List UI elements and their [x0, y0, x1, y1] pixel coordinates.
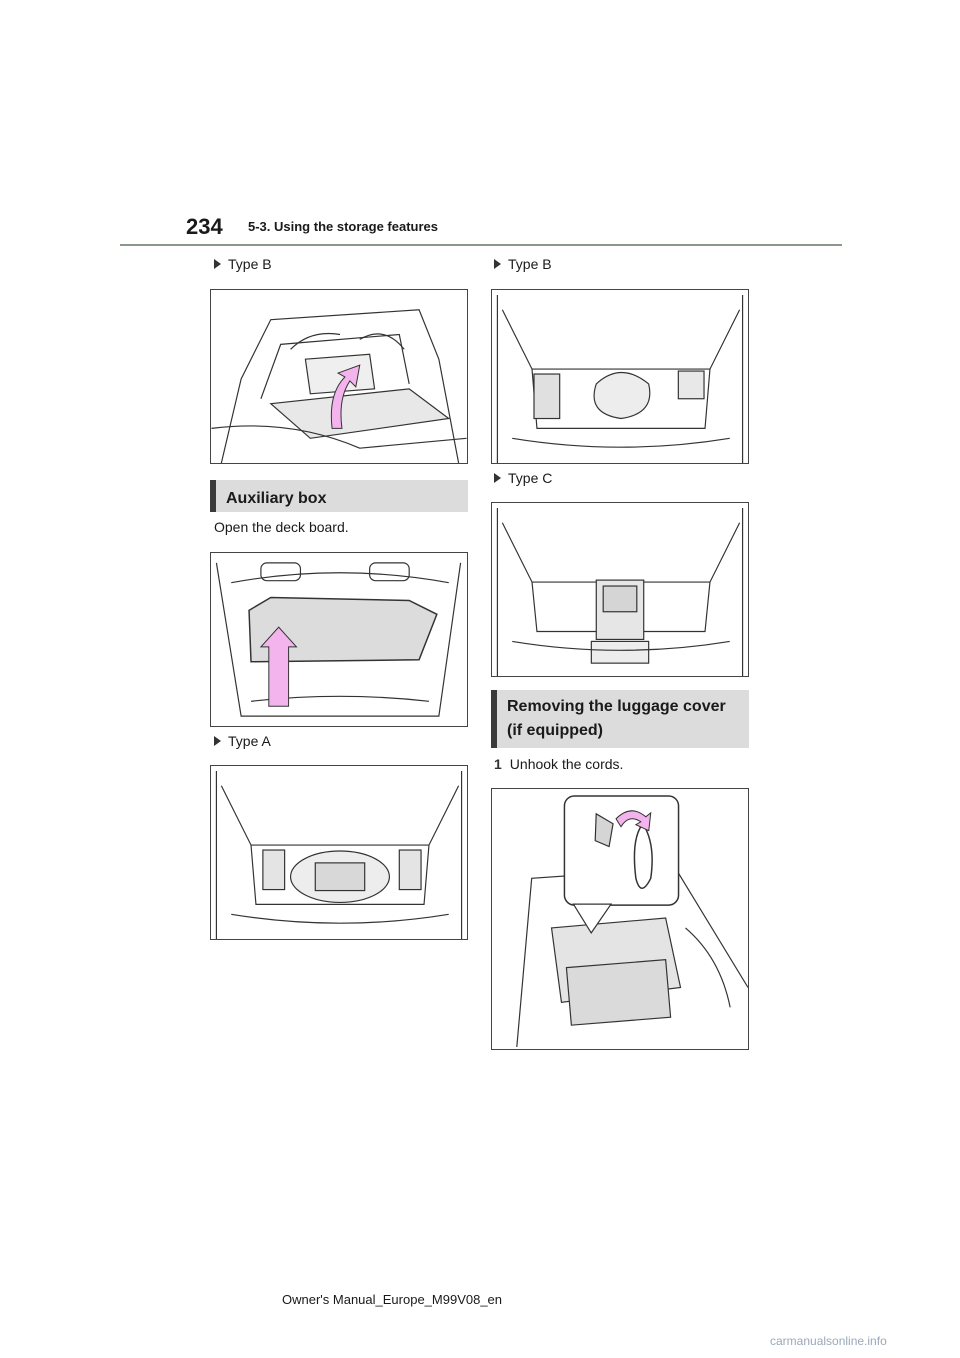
bullet-label: Type C	[508, 470, 553, 486]
step-unhook-cords: 1 Unhook the cords.	[494, 756, 623, 772]
bullet-type-c: Type C	[494, 470, 552, 486]
bullet-label: Type B	[228, 256, 272, 272]
bullet-type-b-left: Type B	[214, 256, 272, 272]
heading-auxiliary-box: Auxiliary box	[210, 480, 468, 512]
luggage-cover-illustration	[516, 795, 748, 1048]
watermark: carmanualsonline.info	[770, 1334, 887, 1348]
open-deck-illustration	[215, 562, 462, 717]
header-rule	[120, 244, 842, 246]
heading-text-line2: (if equipped)	[507, 722, 603, 739]
zoom-inset	[563, 795, 680, 906]
figure-open-deck-board	[210, 552, 468, 727]
type-c-illustration	[496, 507, 744, 676]
type-a-illustration	[215, 770, 463, 939]
figure-auxiliary-box-type-a	[210, 765, 468, 940]
triangle-bullet-icon	[494, 473, 501, 483]
section-title: 5-3. Using the storage features	[248, 219, 438, 234]
instruction-open-deck: Open the deck board.	[214, 519, 349, 535]
type-b-illustration	[496, 294, 744, 463]
triangle-bullet-icon	[214, 259, 221, 269]
figure-unhook-cords	[491, 788, 749, 1050]
triangle-bullet-icon	[494, 259, 501, 269]
step-number: 1	[494, 756, 502, 772]
figure-auxiliary-box-type-c	[491, 502, 749, 677]
heading-removing-luggage-cover: Removing the luggage cover (if equipped)	[491, 690, 749, 748]
bullet-type-b-right: Type B	[494, 256, 552, 272]
figure-deck-board-type-b	[210, 289, 468, 464]
triangle-bullet-icon	[214, 736, 221, 746]
deck-board-illustration	[211, 309, 467, 463]
heading-text: Auxiliary box	[226, 490, 327, 507]
figure-auxiliary-box-type-b	[491, 289, 749, 464]
bullet-type-a: Type A	[214, 733, 271, 749]
heading-text-line1: Removing the luggage cover	[507, 698, 726, 715]
page-number: 234	[186, 214, 223, 239]
bullet-label: Type B	[508, 256, 552, 272]
step-text: Unhook the cords.	[509, 756, 624, 772]
bullet-label: Type A	[228, 733, 271, 749]
footer-manual-id: Owner's Manual_Europe_M99V08_en	[282, 1292, 503, 1307]
